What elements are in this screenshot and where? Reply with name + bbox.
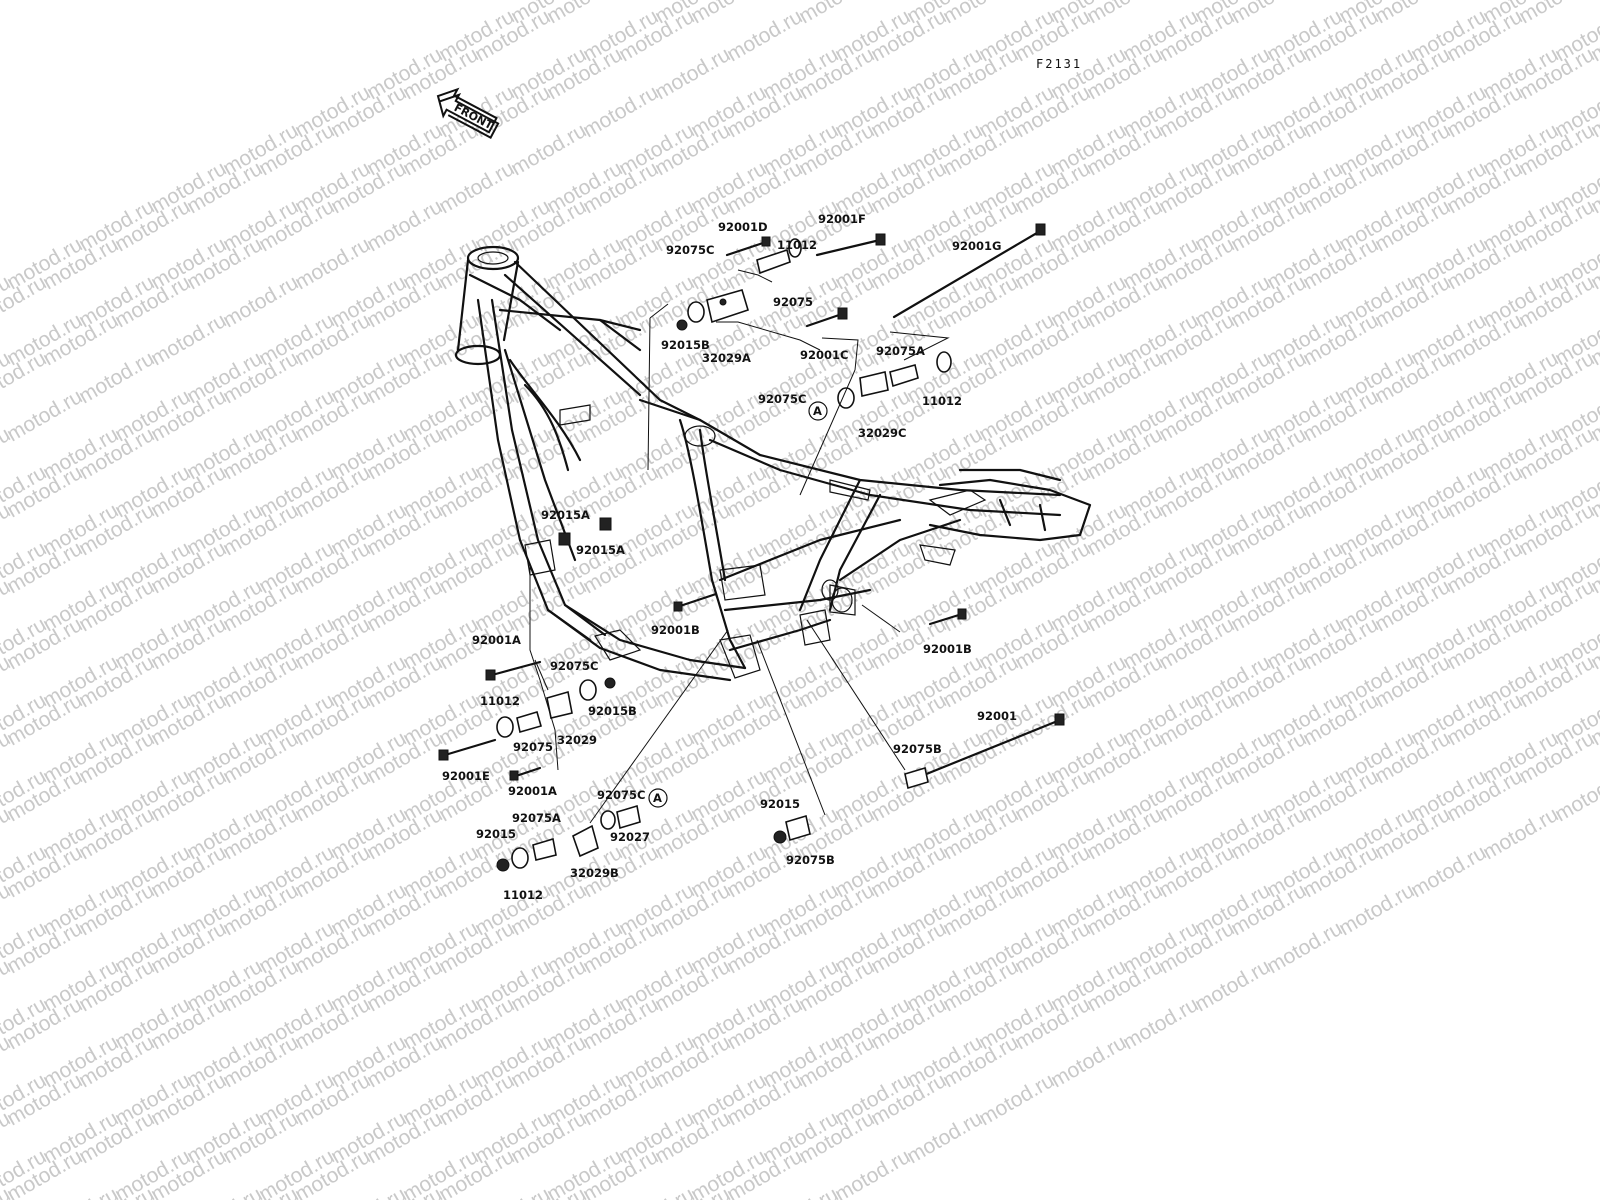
label-92075C-left: 92075C (550, 659, 598, 673)
leader-lines (529, 269, 950, 824)
label-92001D: 92001D (718, 220, 768, 234)
ref-marker-a-top: A (808, 401, 828, 421)
svg-text:A: A (653, 791, 662, 805)
label-92015A-2: 92015A (576, 543, 625, 557)
label-92015A-1: 92015A (541, 508, 590, 522)
label-92075B-mid: 92075B (893, 742, 942, 756)
label-92075C-right: 92075C (758, 392, 806, 406)
label-92075A-right: 92075A (876, 344, 925, 358)
label-32029C: 32029C (858, 426, 906, 440)
label-92001E: 92001E (442, 769, 490, 783)
ref-marker-a-bottom: A (648, 788, 668, 808)
label-11012-right: 11012 (922, 394, 962, 408)
label-11012-bottom: 11012 (503, 888, 543, 902)
label-92027: 92027 (610, 830, 650, 844)
label-92001B-left: 92001B (651, 623, 700, 637)
label-92075-top: 92075 (773, 295, 813, 309)
parts-group: A A (438, 223, 1065, 872)
label-92001B-right: 92001B (923, 642, 972, 656)
figure-code: F2131 (1036, 57, 1082, 71)
label-92075-left: 92075 (513, 740, 553, 754)
svg-text:A: A (813, 404, 822, 418)
label-32029B: 32029B (570, 866, 619, 880)
label-92001F: 92001F (818, 212, 866, 226)
label-92015B-left: 92015B (588, 704, 637, 718)
motorcycle-frame (454, 245, 1092, 682)
label-32029: 32029 (557, 733, 597, 747)
label-92075A-bottom: 92075A (512, 811, 561, 825)
part-labels: 92001D 92001F 11012 92001G 92075C 92075 … (442, 212, 1017, 902)
label-92015B-top: 92015B (661, 338, 710, 352)
label-92015-left: 92015 (476, 827, 516, 841)
label-92075C-bottom: 92075C (597, 788, 645, 802)
label-92001A-top: 92001A (472, 633, 521, 647)
label-92075B-bottom: 92075B (786, 853, 835, 867)
label-32029A: 32029A (702, 351, 751, 365)
label-92001: 92001 (977, 709, 1017, 723)
label-92001C: 92001C (800, 348, 848, 362)
front-arrow-icon: FRONT (436, 87, 500, 139)
label-92001G: 92001G (952, 239, 1001, 253)
label-11012-top: 11012 (777, 238, 817, 252)
label-11012-left: 11012 (480, 694, 520, 708)
label-92075C-top: 92075C (666, 243, 714, 257)
label-92001A-bottom: 92001A (508, 784, 557, 798)
label-92015-right: 92015 (760, 797, 800, 811)
